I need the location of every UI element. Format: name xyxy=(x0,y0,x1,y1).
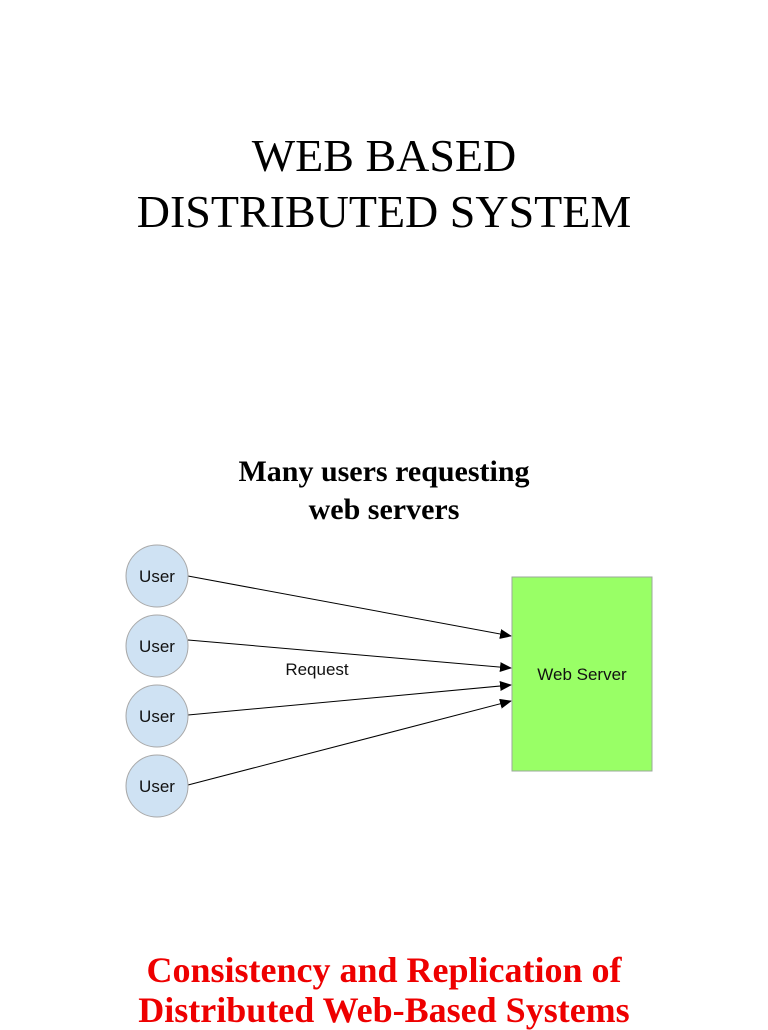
diagram-caption-line-1: Many users requesting xyxy=(238,455,530,488)
user-node-label: User xyxy=(139,707,175,726)
user-node: User xyxy=(125,754,189,818)
user-node: User xyxy=(125,684,189,748)
diagram-caption-line-2: web servers xyxy=(308,493,460,526)
request-arrow-1 xyxy=(187,575,512,639)
web-server-label: Web Server xyxy=(537,665,627,684)
page-title-line-1: WEB BASED xyxy=(251,130,517,181)
page-title-line-2: DISTRIBUTED SYSTEM xyxy=(136,186,632,237)
diagram-caption: Many users requesting web servers xyxy=(0,453,768,529)
user-node: User xyxy=(125,544,189,608)
user-node: User xyxy=(125,614,189,678)
user-node-label: User xyxy=(139,637,175,656)
footer-title-line-1: Consistency and Replication of xyxy=(146,950,622,990)
user-node-label: User xyxy=(139,567,175,586)
page-title: WEB BASED DISTRIBUTED SYSTEM xyxy=(0,128,768,240)
user-node-label: User xyxy=(139,777,175,796)
request-arrow-3 xyxy=(187,681,512,716)
web-server-node: Web Server xyxy=(511,576,653,772)
web-system-diagram: User User User User Request Web Server xyxy=(125,544,653,818)
footer-title: Consistency and Replication of Distribut… xyxy=(0,950,768,1030)
request-arrow-2 xyxy=(187,639,512,673)
footer-title-line-2: Distributed Web-Based Systems xyxy=(138,990,630,1030)
request-label: Request xyxy=(285,660,349,679)
request-arrow-4 xyxy=(187,698,512,786)
